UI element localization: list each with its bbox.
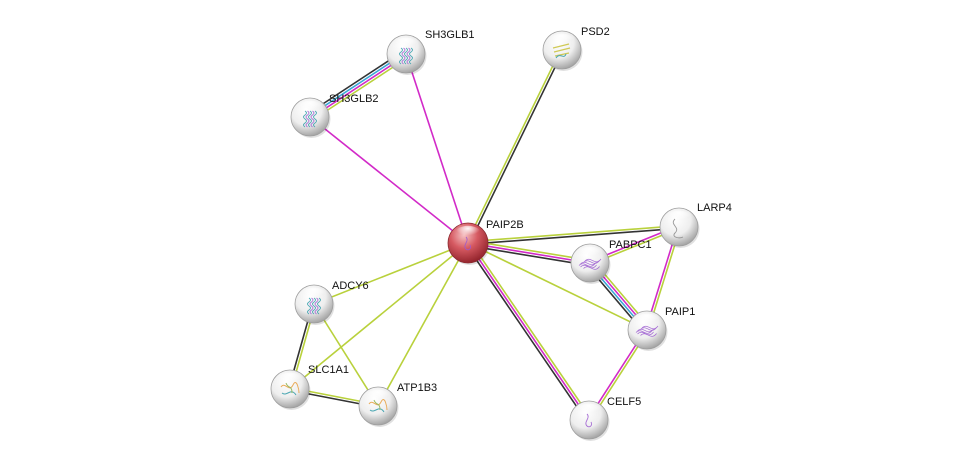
edge-channel-text-mining [313, 303, 379, 407]
protein-structure-icon [399, 47, 413, 65]
node-gloss [298, 100, 322, 114]
edge-channel-text-mining [468, 239, 591, 262]
edge-paip2b-psd2[interactable] [466, 49, 564, 244]
edge-channel-text-mining [289, 242, 469, 390]
protein-structure-icon [585, 413, 592, 428]
edge-paip2b-celf5[interactable] [465, 241, 592, 422]
node-psd2[interactable]: PSD2 [542, 26, 610, 71]
node-label: CELF5 [607, 396, 641, 408]
edge-channel-text-mining [467, 242, 648, 331]
edge-paip2b-larp4[interactable] [467, 224, 680, 246]
edge-paip2b-adcy6[interactable] [313, 242, 469, 305]
edge-paip2b-sh3glb2[interactable] [309, 116, 469, 244]
edge-paip2b-pabpc1[interactable] [467, 239, 591, 267]
node-paip1[interactable]: PAIP1 [627, 306, 695, 351]
node-label: SH3GLB1 [425, 29, 475, 41]
edge-channel-experiments [405, 53, 469, 244]
node-adcy6[interactable]: ADCY6 [294, 280, 369, 325]
node-celf5[interactable]: CELF5 [569, 396, 641, 441]
protein-structure-icon [307, 297, 321, 315]
node-gloss [550, 33, 574, 47]
edge-channel-coexpression [307, 50, 405, 115]
node-gloss [302, 287, 326, 301]
node-gloss [455, 225, 481, 240]
node-gloss [635, 313, 659, 327]
protein-structure-icon [672, 218, 684, 239]
edge-paip2b-sh3glb1[interactable] [405, 53, 469, 244]
node-label: LARP4 [697, 202, 732, 214]
edge-channel-coexpression [468, 50, 564, 244]
node-slc1a1[interactable]: SLC1A1 [270, 364, 349, 410]
edge-channel-text-mining [377, 242, 469, 407]
node-sh3glb1[interactable]: SH3GLB1 [386, 29, 475, 75]
node-gloss [667, 210, 691, 224]
node-label: ATP1B3 [397, 382, 437, 394]
edge-channel-text-mining [466, 49, 562, 243]
node-label: PSD2 [581, 26, 610, 38]
edge-paip2b-atp1b3[interactable] [377, 242, 469, 407]
node-gloss [578, 246, 602, 260]
protein-structure-icon [635, 325, 659, 337]
edge-channel-experiments [467, 242, 590, 421]
edge-paip2b-slc1a1[interactable] [289, 242, 469, 390]
edge-channel-coexpression [465, 244, 588, 422]
node-label: PAIP1 [665, 306, 695, 318]
node-gloss [366, 389, 390, 403]
edge-channel-coexpression [467, 244, 590, 267]
node-label: SH3GLB2 [329, 93, 379, 105]
edge-paip2b-paip1[interactable] [467, 242, 648, 331]
node-gloss [577, 403, 601, 417]
node-label: PAIP2B [486, 219, 524, 231]
edge-channel-experiments [467, 242, 591, 264]
node-label: SLC1A1 [308, 364, 349, 376]
protein-structure-icon [578, 258, 602, 270]
node-gloss [394, 37, 418, 51]
edge-adcy6-atp1b3[interactable] [313, 303, 379, 407]
node-paip2b[interactable]: PAIP2B [447, 219, 524, 265]
node-sh3glb2[interactable]: SH3GLB2 [290, 93, 379, 138]
node-layer: PAIP2B SH3GLB1 PSD2SH3GLB2LARP4PABPC1PAIP1… [270, 26, 732, 441]
edge-channel-text-mining [313, 242, 469, 305]
protein-structure-icon [303, 110, 317, 128]
node-atp1b3[interactable]: ATP1B3 [358, 382, 437, 427]
node-larp4[interactable]: LARP4 [659, 202, 732, 248]
node-pabpc1[interactable]: PABPC1 [570, 239, 652, 284]
protein-structure-icon [464, 236, 471, 251]
node-label: PABPC1 [609, 239, 652, 251]
node-gloss [278, 372, 302, 386]
node-label: ADCY6 [332, 280, 369, 292]
edge-channel-text-mining [311, 56, 409, 121]
edge-channel-experiments [309, 116, 469, 244]
edge-channel-text-mining [469, 241, 592, 419]
edge-channel-coexpression [468, 227, 680, 246]
edge-channel-text-mining [467, 224, 679, 243]
